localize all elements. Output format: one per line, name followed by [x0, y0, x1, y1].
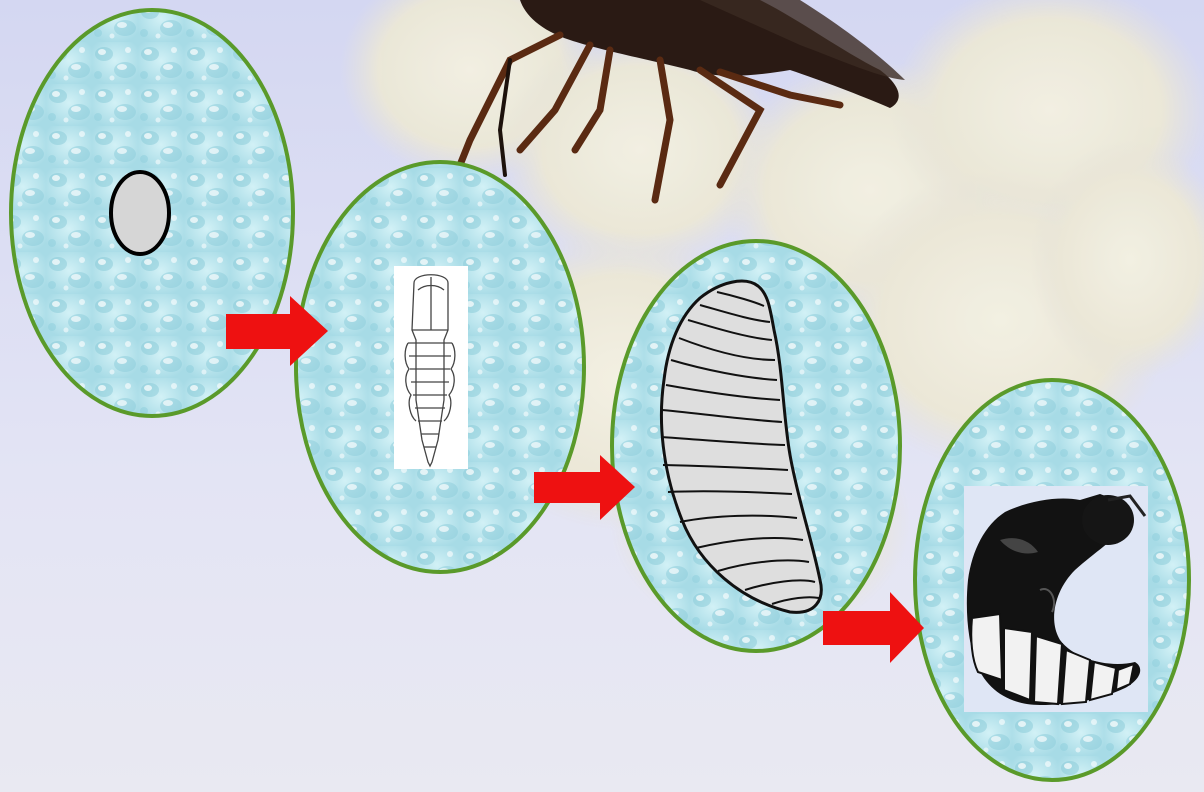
stage-egg	[11, 10, 293, 416]
egg-icon	[111, 172, 169, 254]
stage-first-instar-larva	[296, 162, 584, 572]
stage-pupa	[915, 380, 1189, 780]
stage-mature-larva	[612, 241, 900, 651]
